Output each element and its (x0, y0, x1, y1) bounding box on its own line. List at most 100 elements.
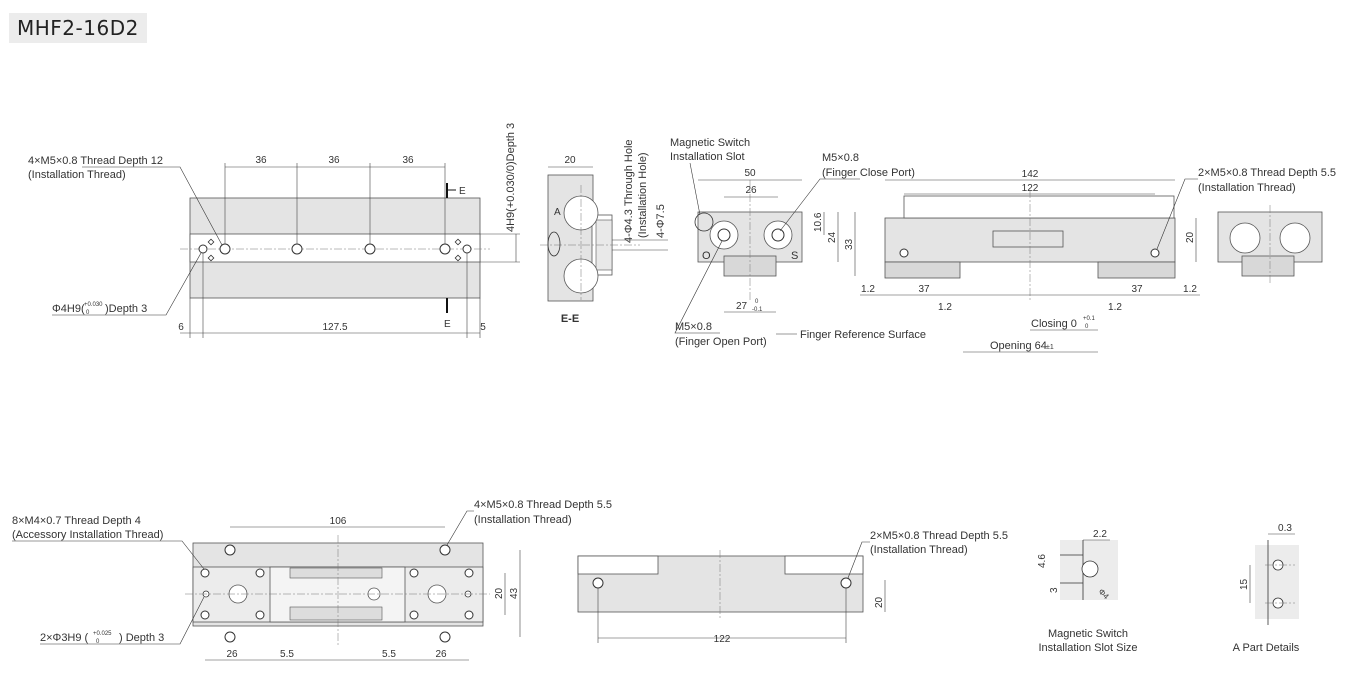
a-dim-15: 15 (1239, 578, 1250, 590)
page-title: MHF2-16D2 (9, 13, 147, 43)
dim-36a: 36 (255, 155, 267, 166)
front-dim-27-tol-upper: 0 (755, 299, 759, 305)
top-pin-tol-upper: +0.025 (93, 631, 112, 637)
side-dim-1-2b: 1.2 (938, 302, 952, 313)
front-dim-50: 50 (744, 168, 756, 179)
view-top: 106 20 43 26 5.5 5.5 26 8×M4×0.7 Thread … (12, 499, 612, 661)
top-callout-pin: 2×Φ3H9 ( (40, 632, 89, 644)
callout-pin-tol-upper: +0.030 (84, 302, 103, 308)
side-dim-1-2d: 1.2 (1183, 284, 1197, 295)
callout-m4: 8×M4×0.7 Thread Depth 4 (12, 515, 141, 527)
vertical-depth-label: 4H9(+0.030/0)Depth 3 (505, 123, 517, 232)
view-front: O S 50 26 10.6 24 33 27 0 -0.1 Magnetic … (670, 137, 926, 348)
callout-pin-tol-lower: 0 (86, 310, 90, 316)
ee-vertical-through: 4-Φ4.3 Through Hole (623, 139, 635, 243)
thread-hole (364, 243, 376, 255)
mark-o: O (702, 250, 711, 262)
section-e-bottom: E (444, 319, 451, 330)
side-thread-callout: 2×M5×0.8 Thread Depth 5.5 (1198, 167, 1336, 179)
slot-dim-4-6: 4.6 (1037, 554, 1048, 568)
front-dim-33: 33 (844, 238, 855, 250)
slot-caption: Magnetic Switch (1048, 628, 1128, 640)
view-main-body: 36 36 36 E E 6 127.5 5 4×M5×0.8 Thread D… (28, 123, 520, 338)
thread-hole (219, 243, 231, 255)
callout-m5-sub: (Installation Thread) (474, 514, 572, 526)
callout-m5: 4×M5×0.8 Thread Depth 5.5 (474, 499, 612, 511)
opening-tol: ±1 (1046, 344, 1054, 351)
closing-label: Closing 0 (1031, 318, 1077, 330)
ref-surface: Finger Reference Surface (800, 329, 926, 341)
callout-m4-sub: (Accessory Installation Thread) (12, 529, 163, 541)
front-dim-10-6: 10.6 (813, 212, 824, 232)
thread-hole (291, 243, 303, 255)
main-body-rail (189, 233, 481, 263)
top-dim-26a: 26 (226, 649, 238, 660)
dim-36b: 36 (328, 155, 340, 166)
top-pin-tol-lower: 0 (96, 639, 100, 645)
close-port-sub: (Finger Close Port) (822, 167, 915, 179)
ee-section-label: E-E (561, 313, 579, 325)
pin-hole (198, 244, 208, 254)
dim-127-5: 127.5 (322, 322, 347, 333)
slot-dim-2-2: 2.2 (1093, 529, 1107, 540)
side-dim-142: 142 (1022, 169, 1039, 180)
a-caption: A Part Details (1233, 642, 1300, 654)
closing-tol-lower: 0 (1085, 324, 1089, 330)
bottom-dim-20: 20 (874, 596, 885, 608)
slot-dim-3: 3 (1049, 587, 1060, 593)
side-dim-37b: 37 (1131, 284, 1143, 295)
close-port: M5×0.8 (822, 152, 859, 164)
top-dim-26b: 26 (435, 649, 447, 660)
callout-pin-tail: )Depth 3 (105, 303, 147, 315)
dim-6: 6 (178, 322, 184, 333)
top-dim-5-5a: 5.5 (280, 649, 294, 660)
slot-caption-sub: Installation Slot Size (1038, 642, 1137, 654)
front-dim-26: 26 (745, 185, 757, 196)
top-dim-5-5b: 5.5 (382, 649, 396, 660)
side-dim-37a: 37 (918, 284, 930, 295)
front-dim-24: 24 (827, 231, 838, 243)
side-jaw-left (884, 261, 961, 279)
thread-hole (439, 243, 451, 255)
ee-vertical-phi: 4-Φ7.5 (655, 204, 667, 238)
ee-label-a: A (554, 207, 561, 218)
ee-dim-20: 20 (564, 155, 576, 166)
ee-vertical-installation: (Installation Hole) (637, 152, 649, 238)
view-end-small (1217, 205, 1323, 285)
closing-tol-upper: +0.1 (1083, 316, 1096, 322)
bottom-dim-122: 122 (714, 634, 731, 645)
callout-pin-main: Φ4H9( (52, 303, 85, 315)
callout-thread: 4×M5×0.8 Thread Depth 12 (28, 155, 163, 167)
side-dim-20: 20 (1185, 231, 1196, 243)
dim-5: 5 (480, 322, 486, 333)
slot-label-sub: Installation Slot (670, 151, 745, 163)
side-jaw-right (1097, 261, 1176, 279)
top-pin-tail: ) Depth 3 (119, 632, 164, 644)
pin-hole (462, 244, 472, 254)
open-port-sub: (Finger Open Port) (675, 336, 767, 348)
view-side: 142 122 20 1.2 37 1.2 1.2 37 1.2 Closing… (860, 167, 1336, 353)
top-dim-43: 43 (509, 587, 520, 599)
bottom-callout-sub: (Installation Thread) (870, 544, 968, 556)
dim-36c: 36 (402, 155, 414, 166)
a-dim-0-3: 0.3 (1278, 523, 1292, 534)
view-section-ee: A 20 E-E 4-Φ4.3 Through Hole (Installati… (540, 139, 668, 325)
view-bottom: 122 20 2×M5×0.8 Thread Depth 5.5 (Instal… (577, 530, 1008, 645)
mark-s: S (791, 250, 798, 262)
section-e-top: E (459, 186, 466, 197)
side-thread-callout-sub: (Installation Thread) (1198, 182, 1296, 194)
front-dim-27: 27 (736, 301, 748, 312)
top-dim-106: 106 (330, 516, 347, 527)
side-dim-122: 122 (1022, 183, 1039, 194)
bottom-callout: 2×M5×0.8 Thread Depth 5.5 (870, 530, 1008, 542)
top-dim-20: 20 (494, 587, 505, 599)
slot-label: Magnetic Switch (670, 137, 750, 149)
front-dim-27-tol-lower: -0.1 (752, 307, 763, 313)
side-dim-1-2a: 1.2 (861, 284, 875, 295)
callout-thread-sub: (Installation Thread) (28, 169, 126, 181)
opening-label: Opening 64 (990, 340, 1047, 352)
side-dim-1-2c: 1.2 (1108, 302, 1122, 313)
open-port: M5×0.8 (675, 321, 712, 333)
detail-slot: 2.2 4.6 3 Φ4 Magnetic Switch Installatio… (1037, 529, 1138, 654)
